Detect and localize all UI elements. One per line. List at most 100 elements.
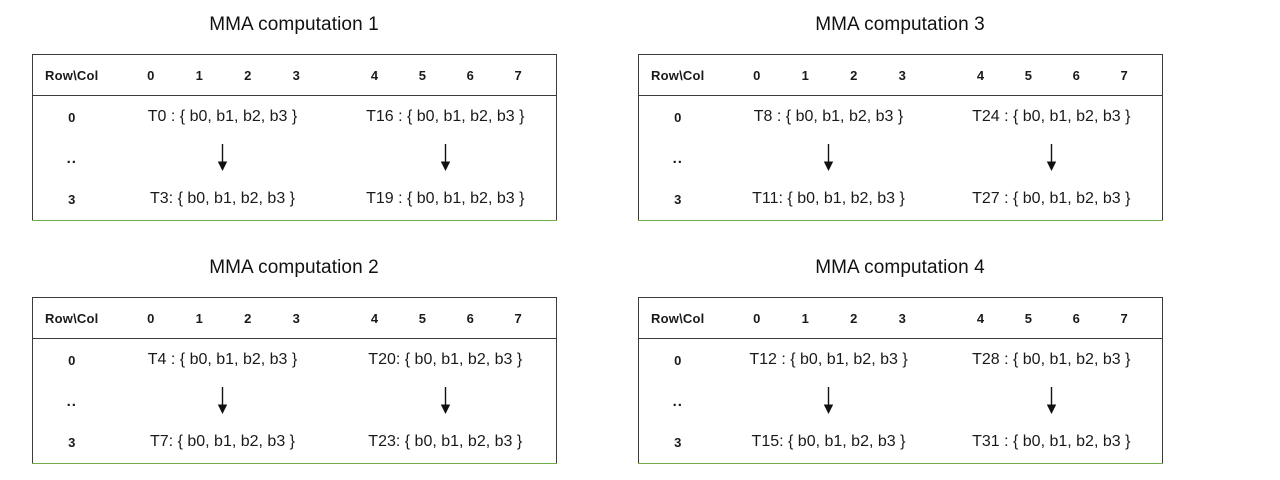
thread-cell-text: T27 : { b0, b1, b2, b3 }: [972, 190, 1131, 207]
arrow-cell-left: [110, 381, 335, 421]
thread-cell-right: T28 : { b0, b1, b2, b3 }: [940, 338, 1163, 381]
column-header-5: 5: [1024, 310, 1032, 326]
row-label: 0: [68, 352, 76, 368]
column-header-5: 5: [418, 310, 426, 326]
panel-title: MMA computation 3: [815, 14, 985, 35]
column-header-0: 0: [147, 67, 155, 83]
row-label-cell: 0: [638, 95, 717, 138]
column-header-group-right: 4 5 6 7: [940, 297, 1163, 339]
row-label: 0: [68, 109, 76, 125]
thread-cell-left: T7: { b0, b1, b2, b3 }: [110, 421, 335, 464]
arrow-cell-right: [940, 138, 1163, 178]
column-header-group-right: 4 5 6 7: [334, 54, 557, 96]
row-label: 3: [68, 191, 76, 207]
column-header-6: 6: [1072, 310, 1080, 326]
thread-cell-text: T20: { b0, b1, b2, b3 }: [368, 351, 523, 368]
column-header-4: 4: [370, 67, 379, 83]
thread-cell-text: T19 : { b0, b1, b2, b3 }: [366, 190, 525, 207]
column-header-1: 1: [195, 310, 203, 326]
table-row: 0 T4 : { b0, b1, b2, b3 } T20: { b0, b1,…: [32, 338, 557, 381]
column-header-4: 4: [976, 67, 985, 83]
column-header-6: 6: [466, 67, 474, 83]
table-row: 3 T3: { b0, b1, b2, b3 } T19 : { b0, b1,…: [32, 178, 557, 221]
table-row: 0 T8 : { b0, b1, b2, b3 } T24 : { b0, b1…: [638, 95, 1163, 138]
corner-header-cell: Row\Col: [32, 297, 111, 339]
thread-cell-left: T11: { b0, b1, b2, b3 }: [716, 178, 941, 221]
column-header-0: 0: [147, 310, 155, 326]
thread-cell-text: T8 : { b0, b1, b2, b3 }: [753, 108, 904, 125]
row-label-cell: ..: [32, 138, 111, 178]
corner-header-label: Row\Col: [45, 67, 99, 83]
down-arrow-icon: [823, 387, 834, 414]
row-label-cell: ..: [638, 138, 717, 178]
down-arrow-icon: [217, 144, 228, 171]
down-arrow-icon: [440, 144, 450, 171]
table-header-row: Row\Col 0 1 2 3 4 5 6 7: [32, 54, 557, 96]
table-row-ellipsis: ..: [638, 381, 1163, 421]
mma-table: Row\Col 0 1 2 3 4 5 6 7: [32, 297, 557, 464]
corner-header-label: Row\Col: [651, 310, 705, 326]
table-row: 3 T15: { b0, b1, b2, b3 } T31 : { b0, b1…: [638, 421, 1163, 464]
corner-header-cell: Row\Col: [32, 54, 111, 96]
column-header-7: 7: [1120, 310, 1128, 326]
thread-cell-text: T24 : { b0, b1, b2, b3 }: [972, 108, 1131, 125]
thread-cell-left: T4 : { b0, b1, b2, b3 }: [110, 338, 335, 381]
table-row-ellipsis: ..: [638, 138, 1163, 178]
mma-computation-panel-1: MMA computation 1 Row\Col 0 1 2 3: [32, 12, 557, 221]
down-arrow-icon: [217, 387, 228, 414]
arrow-cell-left: [110, 138, 335, 178]
thread-cell-right: T16 : { b0, b1, b2, b3 }: [334, 95, 557, 138]
thread-cell-text: T15: { b0, b1, b2, b3 }: [751, 433, 906, 450]
row-label: ..: [66, 392, 77, 410]
column-header-2: 2: [850, 310, 858, 326]
column-header-group-left: 0 1 2 3: [716, 54, 941, 96]
thread-cell-text: T28 : { b0, b1, b2, b3 }: [972, 351, 1131, 368]
column-header-group-right: 4 5 6 7: [940, 54, 1163, 96]
row-label: 0: [674, 352, 682, 368]
row-label-cell: 0: [32, 95, 111, 138]
thread-cell-text: T31 : { b0, b1, b2, b3 }: [972, 433, 1131, 450]
mma-table: Row\Col 0 1 2 3 4 5 6 7: [32, 54, 557, 221]
thread-cell-right: T19 : { b0, b1, b2, b3 }: [334, 178, 557, 221]
thread-cell-text: T3: { b0, b1, b2, b3 }: [150, 190, 295, 207]
panel-title: MMA computation 4: [815, 257, 985, 278]
column-header-4: 4: [370, 310, 379, 326]
column-header-7: 7: [514, 67, 522, 83]
corner-header-label: Row\Col: [45, 310, 99, 326]
thread-cell-text: T23: { b0, b1, b2, b3 }: [368, 433, 523, 450]
row-label: ..: [672, 392, 683, 410]
table-header-row: Row\Col 0 1 2 3 4 5 6 7: [638, 54, 1163, 96]
column-header-6: 6: [466, 310, 474, 326]
corner-header-label: Row\Col: [651, 67, 705, 83]
down-arrow-icon: [1046, 144, 1056, 171]
thread-cell-left: T8 : { b0, b1, b2, b3 }: [716, 95, 941, 138]
mma-computation-panel-2: MMA computation 2 Row\Col 0 1 2 3: [32, 255, 557, 464]
mma-computation-panel-3: MMA computation 3 Row\Col 0 1 2 3: [638, 12, 1163, 221]
column-header-0: 0: [753, 67, 761, 83]
row-label-cell: 3: [32, 178, 111, 221]
column-header-7: 7: [514, 310, 522, 326]
row-label-cell: 3: [638, 178, 717, 221]
column-header-group-left: 0 1 2 3: [110, 297, 335, 339]
thread-cell-text: T7: { b0, b1, b2, b3 }: [150, 433, 295, 450]
arrow-cell-right: [334, 381, 557, 421]
thread-cell-text: T16 : { b0, b1, b2, b3 }: [366, 108, 525, 125]
table-row-ellipsis: ..: [32, 381, 557, 421]
column-header-7: 7: [1120, 67, 1128, 83]
row-label: 3: [68, 434, 76, 450]
column-header-group-right: 4 5 6 7: [334, 297, 557, 339]
mma-table: Row\Col 0 1 2 3 4 5 6 7: [638, 297, 1163, 464]
column-header-5: 5: [418, 67, 426, 83]
thread-cell-left: T15: { b0, b1, b2, b3 }: [716, 421, 941, 464]
table-row: 3 T11: { b0, b1, b2, b3 } T27 : { b0, b1…: [638, 178, 1163, 221]
thread-cell-text: T11: { b0, b1, b2, b3 }: [752, 190, 905, 207]
row-label-cell: ..: [32, 381, 111, 421]
row-label: 3: [674, 191, 682, 207]
row-label: 0: [674, 109, 682, 125]
row-label-cell: 3: [638, 421, 717, 464]
row-label: ..: [672, 149, 683, 167]
column-header-group-left: 0 1 2 3: [716, 297, 941, 339]
panel-title: MMA computation 2: [209, 257, 379, 278]
row-label: 3: [674, 434, 682, 450]
arrow-cell-right: [334, 138, 557, 178]
